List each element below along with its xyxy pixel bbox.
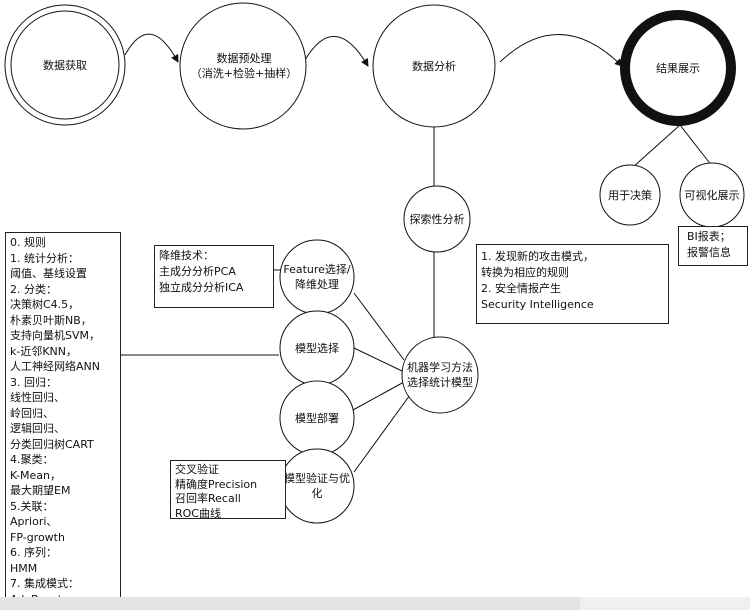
findings-box: 1. 发现新的攻击模式， 转换为相应的规则 2. 安全情报产生 Security… bbox=[476, 244, 669, 324]
label-model-verify: 模型验证与优 化 bbox=[284, 472, 350, 500]
arrow-acquire-to-preprocess bbox=[124, 33, 179, 63]
label-model-select: 模型选择 bbox=[295, 341, 339, 355]
connector-select-ml bbox=[353, 347, 403, 372]
connector-verify-ml bbox=[353, 394, 411, 473]
arrow-analysis-to-result bbox=[499, 34, 623, 67]
label-explore: 探索性分析 bbox=[409, 212, 465, 226]
node-acquire-inner bbox=[10, 10, 120, 120]
label-feature: Feature选择/ 降维处理 bbox=[283, 263, 351, 291]
label-visual: 可视化展示 bbox=[684, 188, 740, 202]
label-decision: 用于决策 bbox=[608, 188, 652, 202]
node-ml bbox=[401, 336, 479, 414]
connector-feature-ml bbox=[353, 292, 405, 361]
node-explore bbox=[403, 185, 471, 253]
node-analysis bbox=[372, 4, 496, 128]
dim-reduction-box: 降维技术： 主成分分析PCA 独立成分分析ICA bbox=[154, 245, 274, 308]
label-model-deploy: 模型部署 bbox=[295, 411, 339, 425]
connector-result-decision bbox=[631, 124, 681, 169]
label-result: 结果展示 bbox=[656, 61, 700, 75]
bottom-band bbox=[0, 597, 750, 610]
node-result bbox=[620, 10, 736, 126]
arrow-preprocess-to-analysis bbox=[304, 35, 369, 67]
node-decision bbox=[599, 164, 661, 226]
connector-deploy-ml bbox=[352, 381, 405, 411]
label-ml: 机器学习方法 选择统计模型 bbox=[407, 361, 473, 389]
label-analysis: 数据分析 bbox=[412, 59, 456, 73]
connector-result-visual bbox=[679, 124, 713, 167]
label-preprocess: 数据预处理 （消洗+检验+抽样） bbox=[190, 52, 298, 80]
bi-box: BI报表； 报警信息 bbox=[678, 226, 748, 266]
label-acquire: 数据获取 bbox=[43, 58, 87, 72]
node-preprocess bbox=[179, 2, 307, 130]
methods-box: 0. 规则 1. 统计分析： 阈值、基线设置 2. 分类： 决策树C4.5， 朴… bbox=[5, 232, 121, 609]
verification-box: 交叉验证 精确度Precision 召回率Recall ROC曲线 bbox=[170, 460, 286, 520]
bottom-band-light bbox=[580, 597, 750, 610]
